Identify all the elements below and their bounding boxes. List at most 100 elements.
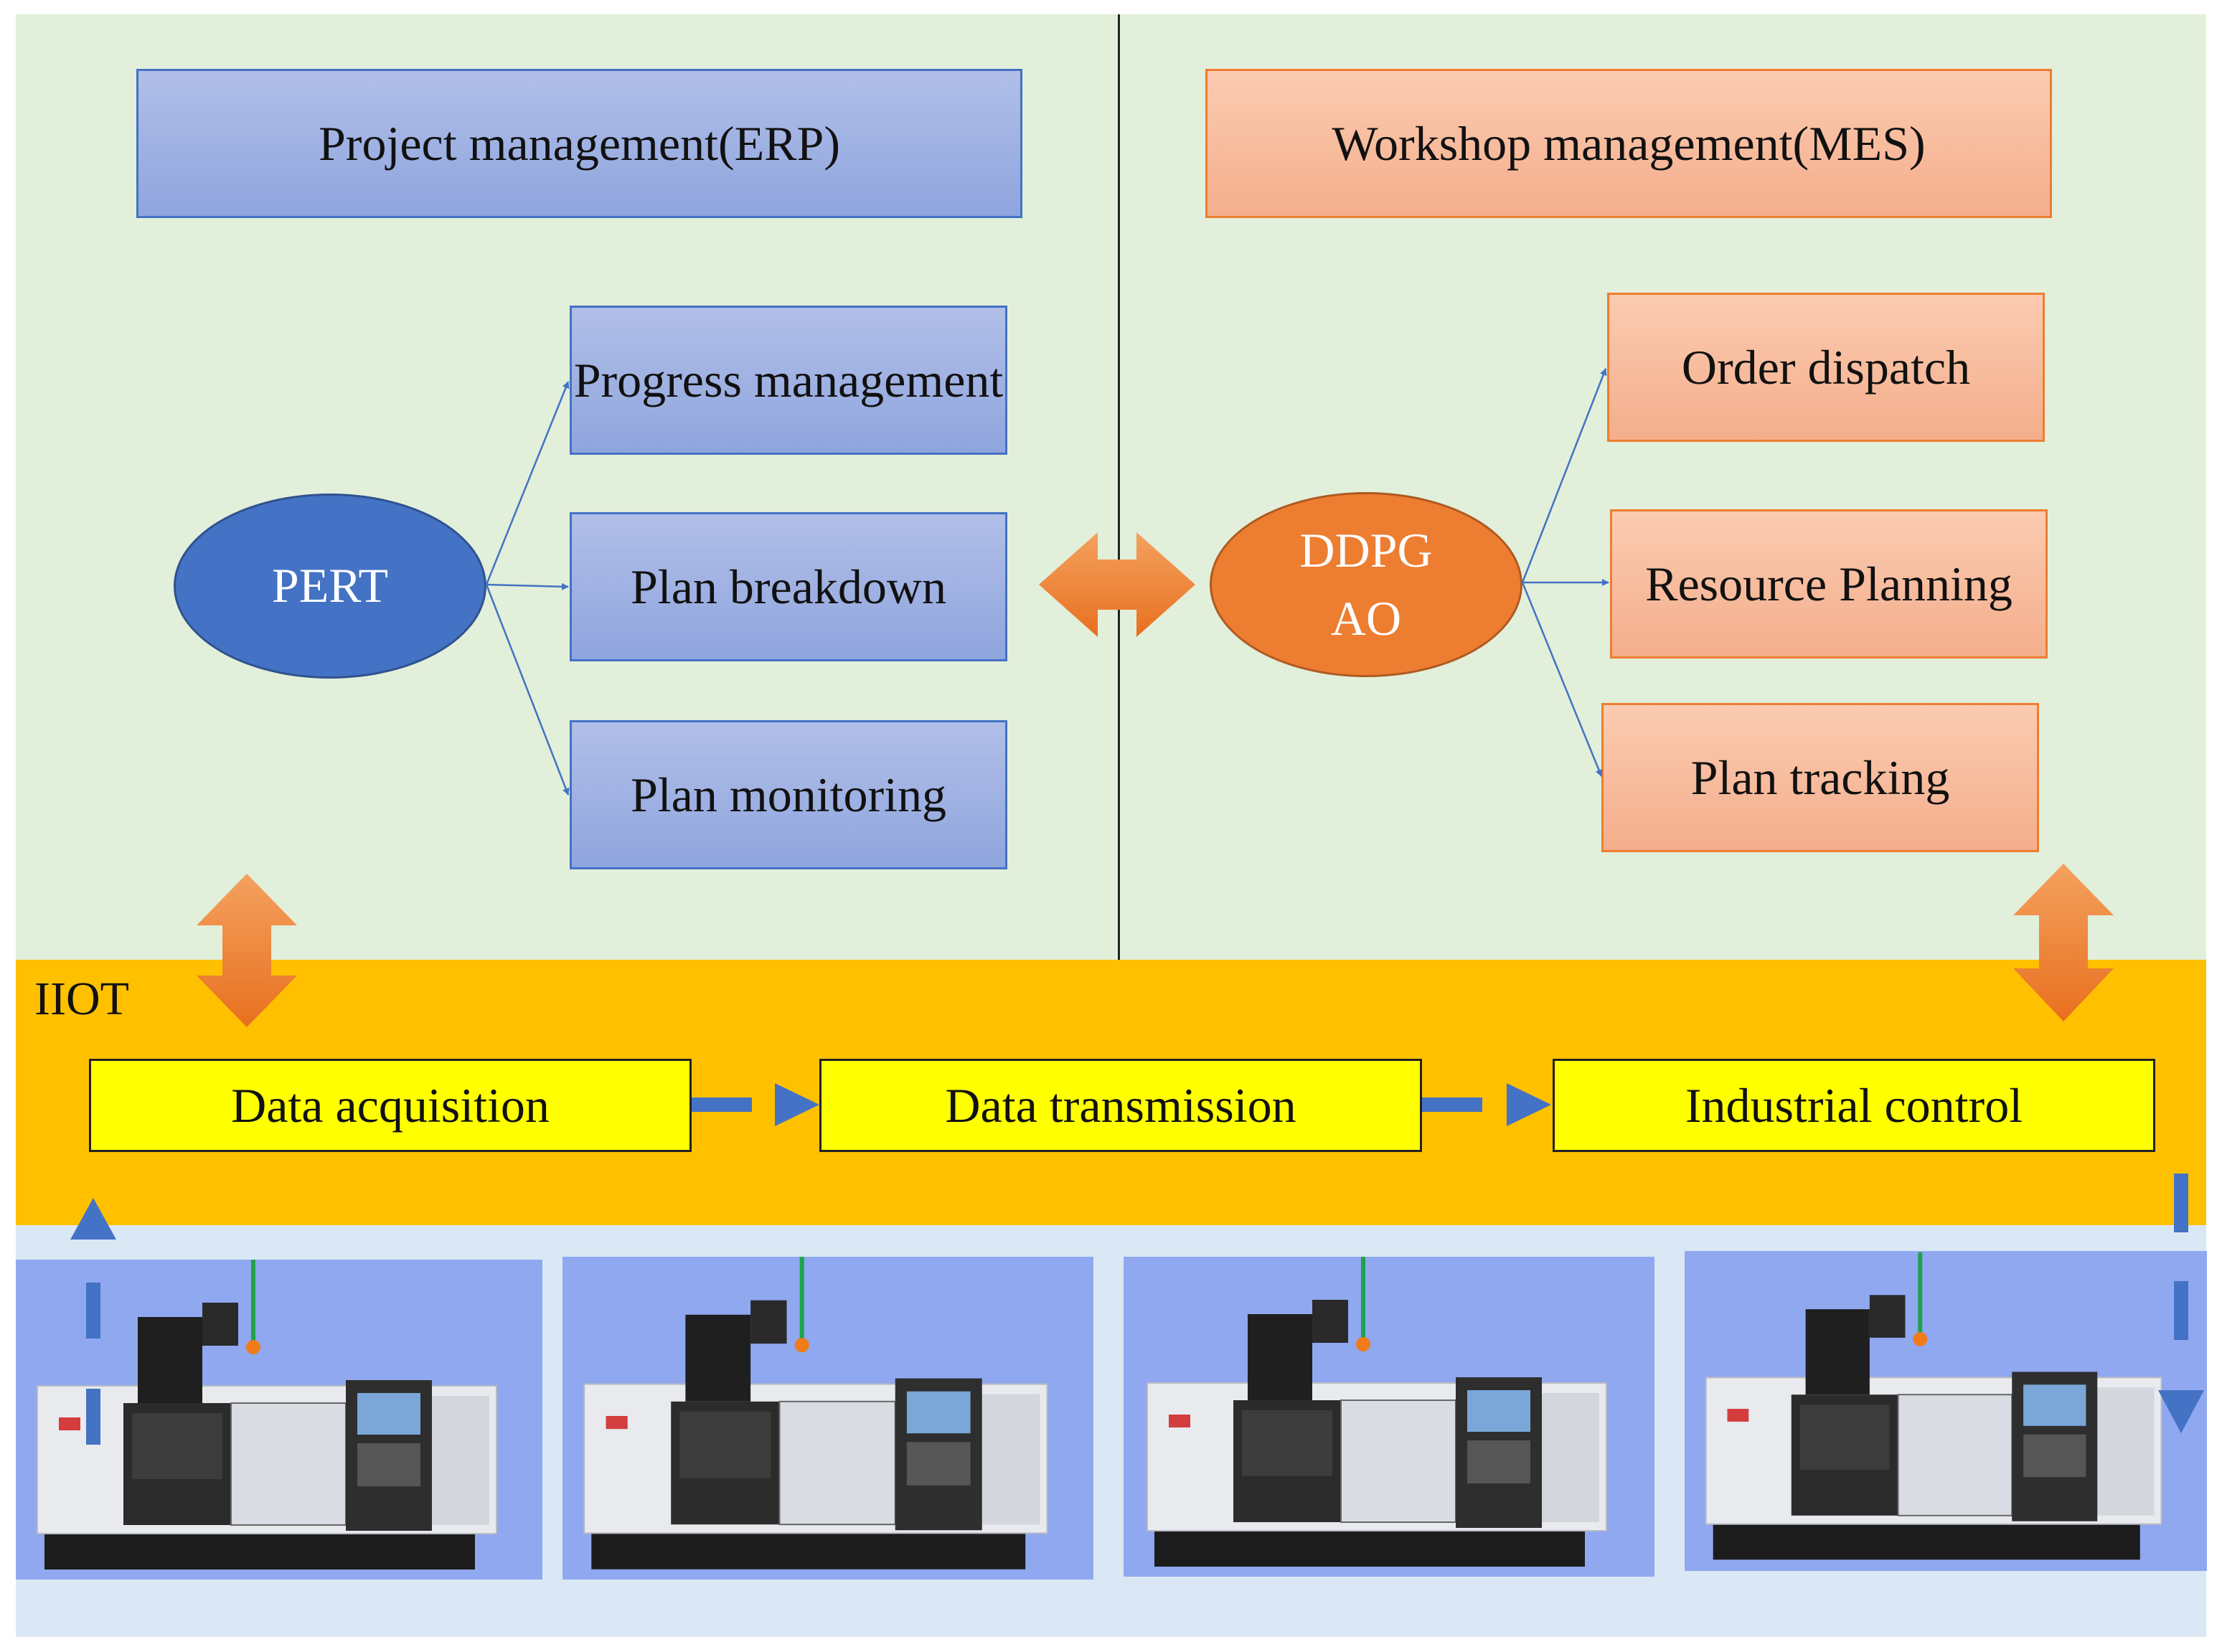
flow-dash-1: [692, 1098, 752, 1112]
control-downward-arrow: [2158, 1174, 2204, 1433]
machine-base: [591, 1530, 1026, 1570]
down-dash-1: [2174, 1174, 2188, 1232]
mes-item-resource-planning: Resource Planning: [1610, 509, 2048, 659]
iiot-step-data-acquisition: Data acquisition: [89, 1059, 692, 1152]
machine-control-screen: [906, 1391, 971, 1434]
ddpg-ao-node: DDPG AO: [1210, 492, 1522, 677]
erp-mes-exchange-arrow: [1039, 532, 1195, 637]
erp-item-label: Plan breakdown: [630, 559, 946, 614]
machine-side-panel: [1542, 1393, 1599, 1522]
machine-base: [1713, 1521, 2140, 1560]
cnc-machine-3: [1124, 1257, 1654, 1577]
cnc-machine-4: [1685, 1251, 2207, 1571]
ao-label: AO: [1330, 591, 1402, 646]
machine-brand-logo: [59, 1417, 80, 1430]
iiot-step-industrial-control: Industrial control: [1553, 1059, 2155, 1152]
down-dash-2: [2174, 1281, 2188, 1340]
machine-spindle-head: [685, 1314, 751, 1402]
arrow-pert-monitoring: [485, 584, 570, 796]
machine-spindle-head: [1805, 1309, 1870, 1395]
cnc-machine-2: [562, 1257, 1093, 1580]
machine-brand-logo: [606, 1415, 628, 1430]
machine-antenna: [799, 1257, 804, 1344]
machine-side-panel: [2097, 1387, 2155, 1516]
cnc-machine-1: [16, 1260, 542, 1580]
flow-dash-2: [1422, 1098, 1482, 1112]
erp-title: Project management(ERP): [318, 115, 840, 171]
pert-label: PERT: [271, 558, 389, 613]
machine-motor: [750, 1300, 787, 1344]
cnc-machine-illustration: [37, 1260, 497, 1570]
machine-side-panel: [432, 1396, 489, 1525]
mes-title-box: Workshop management(MES): [1205, 69, 2052, 218]
up-arrowhead: [70, 1198, 116, 1240]
cnc-machine-illustration: [1705, 1252, 2162, 1560]
pert-node: PERT: [174, 494, 486, 679]
machine-motor: [1869, 1295, 1906, 1338]
erp-mes-divider: [1118, 14, 1120, 960]
machine-keypad: [906, 1442, 971, 1486]
machine-control-screen: [2023, 1384, 2086, 1426]
iiot-step-label: Data transmission: [945, 1077, 1296, 1133]
erp-item-progress-management: Progress management: [570, 306, 1007, 455]
arrow-ddpg-dispatch: [1521, 368, 1607, 583]
up-dash-1: [86, 1283, 100, 1339]
arrow-pert-breakdown: [486, 582, 569, 590]
machine-brand-logo: [1169, 1415, 1190, 1427]
mes-item-label: Plan tracking: [1690, 750, 1950, 805]
erp-item-label: Progress management: [573, 352, 1004, 407]
erp-item-plan-monitoring: Plan monitoring: [570, 720, 1007, 869]
erp-title-box: Project management(ERP): [136, 69, 1022, 218]
arrow-ddpg-tracking: [1521, 582, 1603, 777]
mes-item-label: Order dispatch: [1681, 339, 1971, 395]
machine-keypad: [2023, 1434, 2086, 1478]
machine-antenna: [251, 1260, 255, 1346]
machine-side-panel: [981, 1394, 1040, 1525]
machine-keypad: [1467, 1440, 1530, 1483]
mes-iiot-exchange-arrow: [2013, 864, 2114, 1021]
machine-motor: [202, 1303, 238, 1346]
machine-control-screen: [1467, 1390, 1530, 1432]
machine-control-screen: [357, 1393, 420, 1435]
machine-door-right: [1340, 1400, 1456, 1523]
down-arrowhead: [2158, 1390, 2204, 1433]
erp-iiot-exchange-arrow: [197, 874, 297, 1027]
machine-spindle-head: [1248, 1314, 1312, 1400]
machine-status-light: [246, 1340, 260, 1354]
cnc-machine-illustration: [583, 1257, 1048, 1570]
ddpg-label: DDPG: [1299, 522, 1433, 577]
pert-fanout-arrows: [485, 381, 570, 796]
machine-window-left: [1242, 1410, 1332, 1476]
acquisition-upward-arrow: [70, 1198, 116, 1445]
machine-status-light: [1356, 1337, 1370, 1351]
machine-motor: [1312, 1300, 1348, 1343]
machine-brand-logo: [1727, 1409, 1749, 1422]
machine-base: [44, 1531, 475, 1570]
machine-status-light: [794, 1338, 809, 1353]
machine-window-left: [132, 1413, 222, 1479]
machine-base: [1154, 1528, 1585, 1567]
up-dash-2: [86, 1389, 100, 1445]
flow-arrowhead-2: [1507, 1083, 1551, 1126]
machine-door-right: [230, 1402, 347, 1526]
iiot-flow-arrows: [692, 1083, 1551, 1126]
iiot-step-label: Industrial control: [1685, 1077, 2023, 1133]
machine-status-light: [1913, 1331, 1928, 1346]
iiot-label: IIOT: [34, 973, 129, 1025]
erp-item-label: Plan monitoring: [630, 767, 947, 822]
mes-item-plan-tracking: Plan tracking: [1601, 703, 2039, 852]
machine-window-left: [679, 1411, 771, 1478]
mes-item-label: Resource Planning: [1645, 556, 2012, 611]
machine-keypad: [357, 1443, 420, 1486]
machine-window-left: [1799, 1405, 1890, 1471]
machine-door-right: [778, 1400, 896, 1526]
machine-spindle-head: [138, 1317, 202, 1403]
machine-antenna: [1361, 1257, 1365, 1343]
iiot-step-data-transmission: Data transmission: [819, 1059, 1422, 1152]
cnc-machine-illustration: [1147, 1257, 1607, 1567]
erp-item-plan-breakdown: Plan breakdown: [570, 512, 1007, 661]
ddpg-fanout-arrows: [1521, 368, 1609, 777]
machine-antenna: [1918, 1252, 1923, 1338]
mes-title: Workshop management(MES): [1332, 115, 1926, 171]
